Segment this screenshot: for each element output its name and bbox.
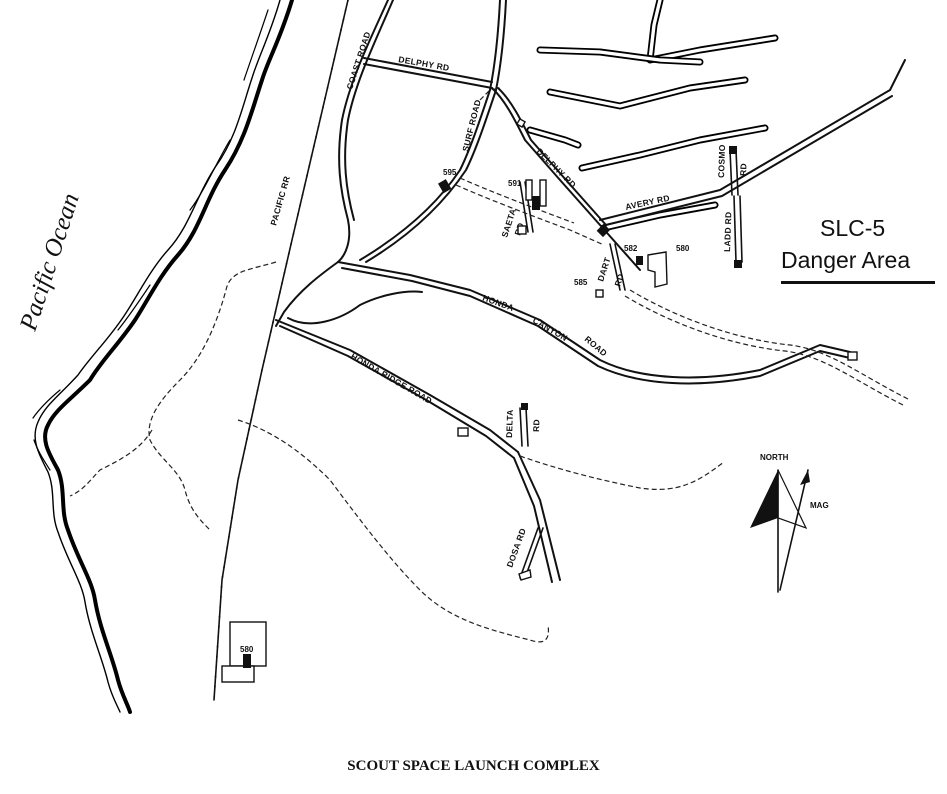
road-network: COAST ROAD DELPHY RD SURF ROAD DELPHY RD…	[275, 0, 906, 583]
pacific-rr-label: PACIFIC RR	[268, 175, 292, 227]
building-580-south-wing	[221, 665, 255, 683]
delta-pad	[521, 403, 528, 410]
mag-arrow-head	[800, 470, 810, 485]
dosa-rd-label: DOSA RD	[504, 527, 527, 569]
honda-canyon-gate	[847, 351, 858, 361]
building-saeta	[517, 225, 527, 235]
building-591a	[525, 179, 533, 201]
honda-ridge-building	[457, 427, 469, 437]
coastline	[32, 0, 294, 714]
mag-label: MAG	[810, 501, 829, 510]
dosa-building	[518, 569, 532, 581]
facilities: 595 591 582 580 585 580	[221, 117, 858, 683]
slc5-danger-area: SLC-5 Danger Area	[781, 215, 935, 284]
surf-road-label: SURF ROAD	[460, 98, 483, 152]
pacific-railroad: PACIFIC RR	[213, 0, 349, 701]
building-595	[438, 179, 452, 194]
north-arrow-head	[750, 470, 778, 528]
facility-595-label: 595	[443, 168, 457, 177]
ladd-rd-label: LADD RD	[722, 211, 733, 252]
building-582	[636, 256, 643, 265]
north-arrow: NORTH MAG	[750, 453, 829, 593]
cosmo-pad	[729, 146, 737, 154]
facility-582-label: 582	[624, 244, 638, 253]
honda-label: HONDA	[481, 292, 515, 313]
trails	[69, 87, 911, 643]
danger-area-underline	[781, 281, 935, 284]
building-580	[647, 251, 668, 288]
honda-ridge-road-label: HONDA RIDGE ROAD	[349, 351, 434, 406]
ridge-lines	[526, 0, 779, 231]
building-591b	[532, 196, 540, 210]
building-580-south-core	[243, 654, 251, 668]
pacific-ocean-label: Pacific Ocean	[15, 190, 85, 335]
dart-rd-label-1: DART	[595, 255, 612, 282]
danger-area-label: Danger Area	[781, 247, 910, 273]
facility-580-label: 580	[676, 244, 690, 253]
north-label: NORTH	[760, 453, 789, 462]
pad-avery	[596, 223, 611, 238]
facility-580-south-label: 580	[240, 645, 254, 654]
road-label: ROAD	[583, 334, 610, 359]
surf-road-gate	[515, 117, 527, 129]
building-585	[595, 289, 604, 298]
ladd-pad	[734, 260, 742, 268]
slc5-label: SLC-5	[820, 215, 885, 241]
delta-rd-label-2: RD	[531, 419, 541, 432]
facility-591-label: 591	[508, 179, 522, 188]
cosmo-rd-label-1: COSMO	[716, 144, 727, 178]
map-caption: SCOUT SPACE LAUNCH COMPLEX	[347, 758, 600, 774]
delta-rd-label-1: DELTA	[504, 409, 515, 438]
dart-rd-label-2: RD	[612, 272, 625, 287]
building-591c	[539, 179, 547, 207]
canyon-label: CANYON	[531, 315, 569, 343]
cosmo-rd-label-2: RD	[738, 163, 748, 176]
facility-585-label: 585	[574, 278, 588, 287]
